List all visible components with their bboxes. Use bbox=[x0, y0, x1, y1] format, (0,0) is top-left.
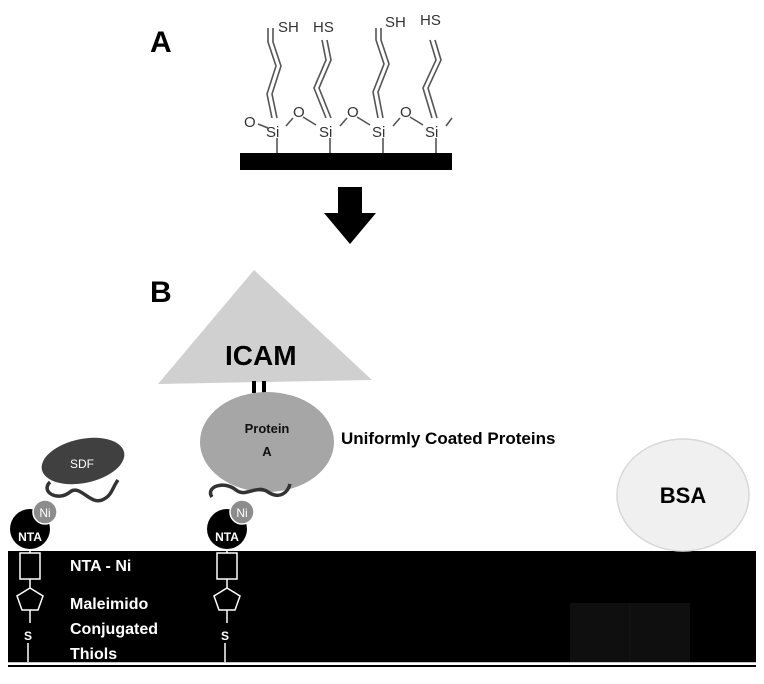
si-label-4: Si bbox=[425, 124, 438, 141]
panel-a-label: A bbox=[150, 26, 172, 59]
ni-ion-left bbox=[32, 499, 58, 525]
down-arrow-icon bbox=[324, 187, 376, 244]
bsa-label: BSA bbox=[660, 483, 707, 508]
propyl-chains bbox=[266, 28, 442, 119]
panel-a-substrate bbox=[240, 153, 452, 170]
legend-conjugated: Conjugated bbox=[70, 621, 158, 638]
protein-a bbox=[200, 392, 334, 492]
ni-label-left: Ni bbox=[39, 506, 50, 520]
sdf-label: SDF bbox=[70, 457, 94, 471]
linker-stack-left bbox=[16, 549, 44, 662]
ni-ion-right bbox=[229, 499, 255, 525]
icam-triangle bbox=[158, 270, 372, 384]
oxygen-label-3: O bbox=[347, 104, 359, 121]
fc-link-right bbox=[262, 381, 266, 393]
nta-label-left: NTA bbox=[18, 530, 42, 544]
si-label-3: Si bbox=[372, 124, 385, 141]
thiol-label-2: HS bbox=[313, 19, 334, 36]
legend-maleimido: Maleimido bbox=[70, 596, 148, 613]
ni-label-right: Ni bbox=[236, 506, 247, 520]
oxygen-label-1: O bbox=[244, 114, 256, 131]
protein-a-label-line2: A bbox=[262, 444, 272, 459]
thiol-label-3: SH bbox=[385, 14, 406, 31]
his-tag-linker-right bbox=[208, 483, 292, 499]
thiol-label-1: SH bbox=[278, 19, 299, 36]
oxygen-label-4: O bbox=[400, 104, 412, 121]
sulfur-label-left: S bbox=[24, 629, 32, 643]
icam-label: ICAM bbox=[225, 340, 297, 371]
legend-thiols: Thiols bbox=[70, 646, 117, 663]
bsa-protein bbox=[616, 438, 750, 552]
legend-nta-ni: NTA - Ni bbox=[70, 558, 131, 575]
oxygen-label-2: O bbox=[293, 104, 305, 121]
uniform-label: Uniformly Coated Proteins bbox=[341, 429, 555, 448]
his-tag-linker-left bbox=[45, 478, 120, 503]
siloxane-backbone bbox=[257, 116, 453, 153]
sdf-protein bbox=[41, 437, 125, 485]
nta-label-right: NTA bbox=[215, 530, 239, 544]
si-label-1: Si bbox=[266, 124, 279, 141]
protein-a-label-line1: Protein bbox=[245, 421, 290, 436]
thiol-label-4: HS bbox=[420, 12, 441, 29]
panel-b-label: B bbox=[150, 276, 172, 309]
linker-stack-right bbox=[213, 549, 241, 662]
sulfur-label-right: S bbox=[221, 629, 229, 643]
si-label-2: Si bbox=[319, 124, 332, 141]
fc-link-left bbox=[252, 381, 256, 393]
